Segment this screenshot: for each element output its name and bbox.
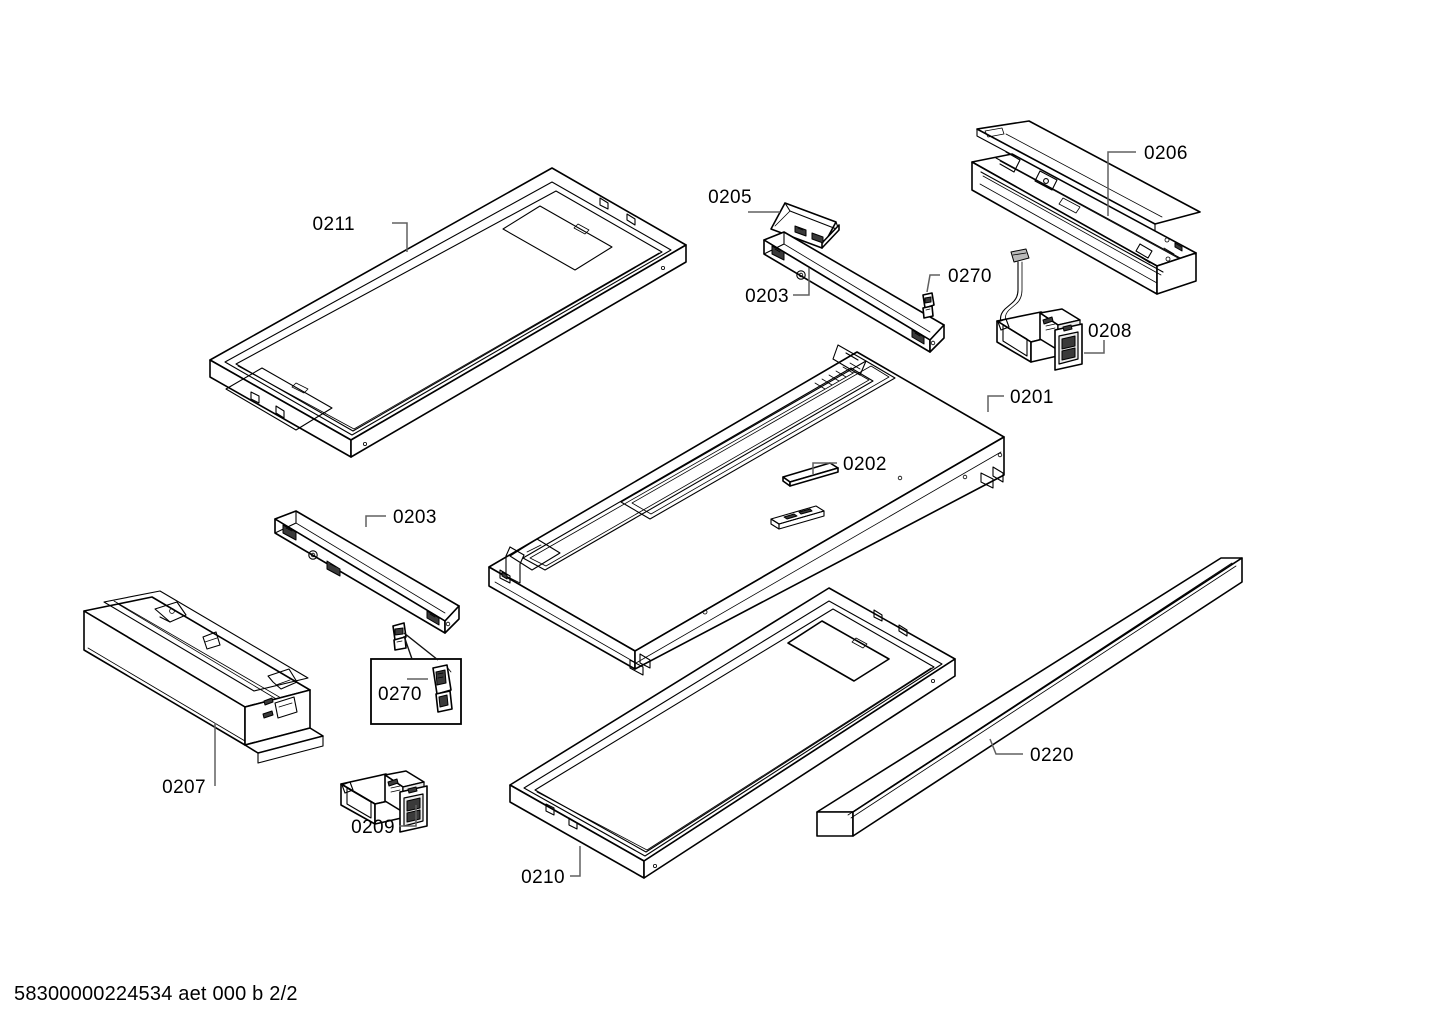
part-0270-clip-lower[interactable]	[392, 622, 407, 651]
leader-0203-lower	[365, 515, 386, 527]
part-0202-rating-plate[interactable]	[782, 462, 839, 487]
leader-0206	[1107, 151, 1136, 216]
footer-document-code: 58300000224534 aet 000 b 2/2	[14, 983, 298, 1005]
label-0205: 0205	[708, 187, 752, 208]
part-0203-rail-upper[interactable]	[763, 231, 945, 353]
label-0201: 0201	[1010, 387, 1054, 408]
label-0207: 0207	[162, 777, 206, 798]
leader-0202	[812, 462, 837, 474]
leader-0210	[570, 846, 581, 877]
label-0210: 0210	[521, 867, 565, 888]
part-0270-clip-upper[interactable]	[922, 292, 935, 319]
part-0201-main-chassis[interactable]	[488, 344, 1005, 676]
label-0270-upper: 0270	[948, 266, 992, 287]
leader-0220	[989, 738, 1023, 755]
part-0209-module[interactable]	[340, 770, 428, 833]
leader-0201	[987, 395, 1004, 412]
label-0208: 0208	[1088, 321, 1132, 342]
part-0207-box-channel[interactable]	[83, 590, 324, 764]
part-0205-bracket[interactable]	[770, 202, 840, 249]
part-0208-switch-module[interactable]	[996, 248, 1083, 371]
label-0209: 0209	[351, 817, 395, 838]
label-0220: 0220	[1030, 745, 1074, 766]
part-0203-rail-lower[interactable]	[274, 510, 460, 634]
part-0206-channel-duct[interactable]	[971, 120, 1201, 295]
part-0211-upper-panel[interactable]	[209, 167, 687, 458]
label-0211: 0211	[313, 214, 355, 235]
label-0203-lower: 0203	[393, 507, 437, 528]
part-0210-lower-panel[interactable]	[509, 587, 956, 879]
leader-0211	[392, 222, 408, 252]
leader-0270-upper	[926, 274, 940, 293]
label-0203-upper: 0203	[745, 286, 789, 307]
leader-0208	[1084, 340, 1105, 354]
leader-0203-upper	[793, 268, 810, 296]
callout-box-0270	[370, 632, 462, 725]
leader-0209	[399, 805, 417, 827]
part-0220-trim-bar[interactable]	[816, 557, 1243, 837]
label-0202: 0202	[843, 454, 887, 475]
part-0270-enlarged[interactable]	[432, 664, 453, 713]
label-0270-detail: 0270	[378, 684, 422, 705]
label-0206: 0206	[1144, 143, 1188, 164]
